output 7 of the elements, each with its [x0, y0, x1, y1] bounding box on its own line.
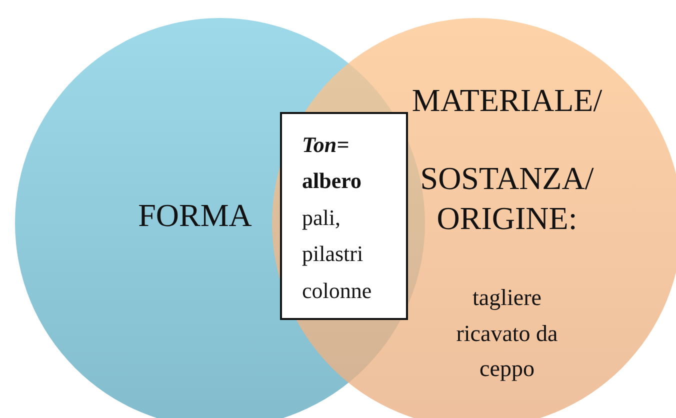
circle-label: MATERIALE/ SOSTANZA/ ORIGINE:: [410, 81, 604, 238]
term-text: Ton=: [302, 131, 350, 159]
circle-note: tagliere ricavato da ceppo: [455, 284, 559, 384]
circle-label: FORMA: [137, 196, 253, 234]
term-text: albero: [302, 167, 362, 195]
description-text: pali, pilastri colonne: [302, 204, 373, 305]
text-box: [280, 112, 408, 320]
